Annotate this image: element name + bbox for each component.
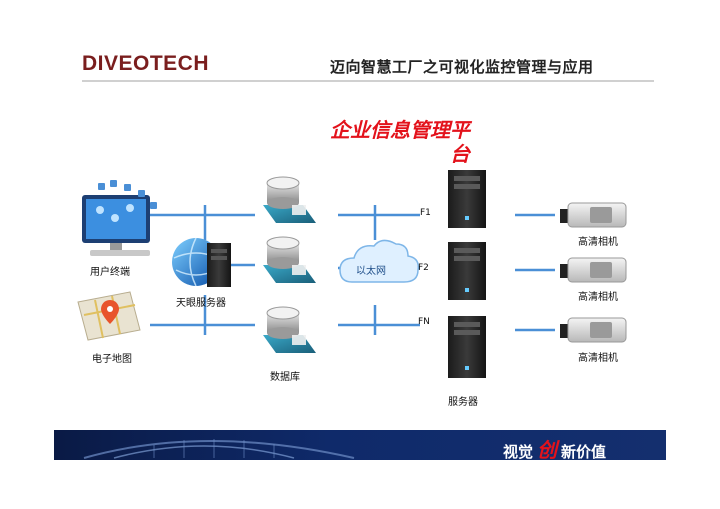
camera-icon — [560, 202, 627, 343]
ethernet-cloud-icon — [339, 239, 420, 283]
bridge-graphic — [83, 439, 355, 459]
user-terminal-label: 用户终端 — [90, 267, 130, 278]
floor-label-f2: F2 — [418, 263, 429, 273]
floor-label-f1: F1 — [420, 208, 431, 218]
ethernet-label: 以太网 — [356, 266, 386, 277]
camera-label: 高清相机 — [578, 237, 618, 248]
banner-slogan: 视觉创新价值 — [503, 434, 606, 460]
camera-label: 高清相机 — [578, 353, 618, 364]
slogan-left: 视觉 — [502, 443, 533, 460]
tianyan-server-label: 天眼服务器 — [176, 298, 226, 309]
page-title: 迈向智慧工厂之可视化监控管理与应用 — [330, 59, 594, 76]
company-logo: DIVEOTECH — [82, 52, 210, 75]
slogan-right: 新价值 — [560, 443, 606, 460]
server-label: 服务器 — [448, 397, 478, 408]
database-label: 数据库 — [270, 372, 300, 383]
user-terminal-icon — [82, 180, 157, 256]
footer-banner: 视觉创新价值 — [54, 430, 666, 460]
server-tower-icon — [448, 170, 486, 378]
database-icon — [263, 176, 316, 353]
tianyan-server-icon — [172, 237, 231, 287]
platform-title: 企业信息管理平 台 — [290, 118, 470, 166]
camera-label: 高清相机 — [578, 292, 618, 303]
platform-title-line1: 企业信息管理平 — [330, 118, 470, 142]
header-divider — [82, 80, 654, 82]
floor-label-fn: FN — [418, 317, 430, 327]
platform-title-line2: 台 — [450, 142, 470, 166]
electronic-map-icon — [77, 291, 141, 341]
slogan-mid: 创 — [536, 438, 557, 460]
electronic-map-label: 电子地图 — [92, 354, 132, 365]
